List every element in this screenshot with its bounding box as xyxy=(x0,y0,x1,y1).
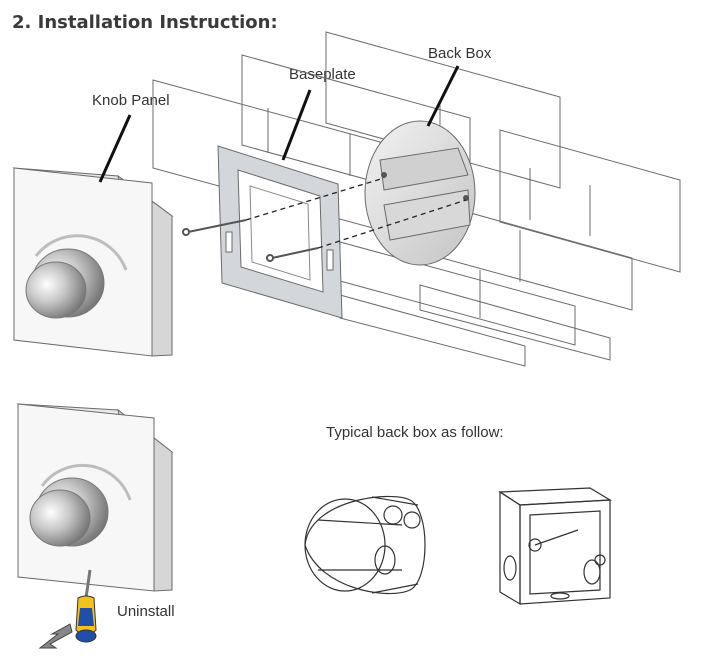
knob-panel xyxy=(12,167,174,357)
mounting-screws xyxy=(182,219,319,262)
back-box-label: Back Box xyxy=(428,45,492,62)
typical-back-box-label: Typical back box as follow: xyxy=(326,424,504,441)
round-back-box xyxy=(364,120,476,266)
knob-panel-uninstall xyxy=(16,403,174,592)
typical-square-back-box xyxy=(498,487,612,606)
uninstall-label: Uninstall xyxy=(117,603,175,620)
alignment-dashes xyxy=(245,177,467,249)
typical-round-back-box xyxy=(304,495,426,595)
section-heading: 2. Installation Instruction: xyxy=(12,12,278,33)
baseplate xyxy=(217,145,343,319)
screwdriver-icon xyxy=(75,569,97,643)
uninstall-arrow-icon xyxy=(38,623,73,649)
baseplate-label: Baseplate xyxy=(289,66,356,83)
knob-panel-label: Knob Panel xyxy=(92,92,170,109)
leader-lines xyxy=(98,65,460,183)
